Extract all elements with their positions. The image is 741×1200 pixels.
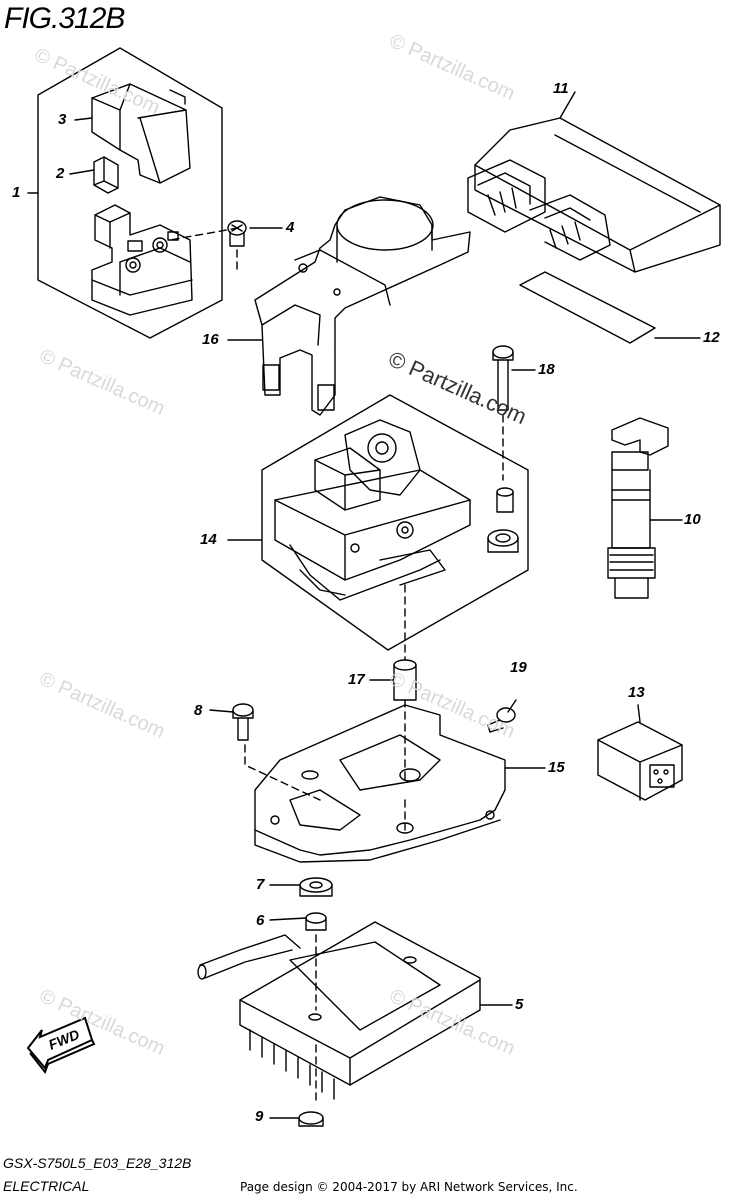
part-15-plate	[254, 704, 506, 863]
callout-10[interactable]: 10	[684, 511, 701, 528]
part-4-screw	[227, 220, 247, 247]
callout-4[interactable]: 4	[286, 219, 295, 236]
callout-16[interactable]: 16	[202, 331, 219, 348]
callout-8[interactable]: 8	[194, 702, 203, 719]
part-2-fuse	[93, 156, 119, 194]
part-11-ecm	[467, 117, 721, 273]
page-credit: Page design © 2004-2017 by ARI Network S…	[240, 1180, 578, 1194]
callout-12[interactable]: 12	[703, 329, 720, 346]
callout-15[interactable]: 15	[548, 759, 565, 776]
callout-2[interactable]: 2	[56, 165, 65, 182]
part-5-regulator	[197, 921, 481, 1100]
callout-13[interactable]: 13	[628, 684, 645, 701]
callout-1[interactable]: 1	[12, 184, 21, 201]
part-13-connector	[597, 721, 683, 801]
callout-14[interactable]: 14	[200, 531, 217, 548]
part-12-pad	[519, 271, 656, 344]
callout-3[interactable]: 3	[58, 111, 67, 128]
part-9-nut	[298, 1111, 324, 1127]
callout-18[interactable]: 18	[538, 361, 555, 378]
part-10-sensor	[607, 417, 669, 599]
callout-9[interactable]: 9	[255, 1108, 264, 1125]
category-label: ELECTRICAL	[3, 1178, 90, 1194]
group-box-14	[261, 394, 529, 651]
part-7-grommet	[299, 877, 333, 897]
part-14-collar	[496, 487, 514, 513]
part-18-bolt	[492, 345, 514, 411]
callout-17[interactable]: 17	[348, 671, 365, 688]
part-3-relay-cover	[91, 83, 191, 184]
model-code: GSX-S750L5_E03_E28_312B	[3, 1155, 192, 1171]
part-1-relay	[91, 204, 193, 316]
part-8-bolt	[232, 703, 254, 741]
figure-title: FIG.312B	[4, 2, 125, 35]
callout-19[interactable]: 19	[510, 659, 527, 676]
callout-11[interactable]: 11	[553, 80, 569, 97]
callout-6[interactable]: 6	[256, 912, 265, 929]
callout-7[interactable]: 7	[256, 876, 265, 893]
part-14-grommet	[487, 529, 519, 553]
part-19-bolt	[487, 707, 516, 733]
part-16-bracket	[254, 196, 471, 416]
group-box-1	[37, 47, 223, 339]
part-17-collar	[393, 659, 417, 701]
part-14-sensor	[274, 419, 471, 601]
part-6-collar	[305, 912, 327, 931]
callout-5[interactable]: 5	[515, 996, 524, 1013]
